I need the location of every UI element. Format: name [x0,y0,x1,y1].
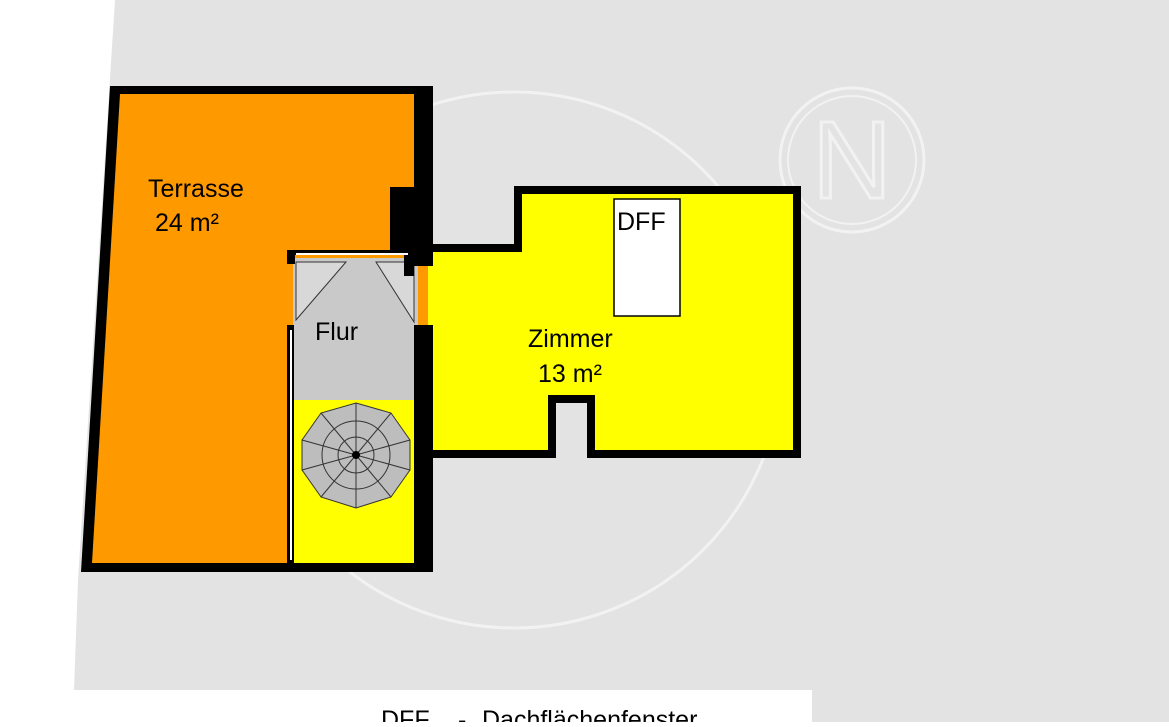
room-area [428,187,799,455]
terrace-area-label: 24 m² [155,209,219,237]
skylight-window [613,198,681,317]
room-label: Zimmer [528,325,613,353]
legend-meaning: Dachflächenfenster [482,706,697,722]
legend-abbr: DFF [381,706,430,722]
legend-strip [74,690,812,722]
right-grey-region [812,690,1169,722]
terrace-label: Terrasse [148,175,244,203]
watermark-letter: N [812,99,891,222]
door-swing-left [295,261,348,322]
hall-wall-gap [290,330,292,560]
room-area-label: 13 m² [538,360,602,388]
hall-rail-gap [296,253,408,255]
legend-dash: - [458,706,466,722]
hall-label: Flur [315,318,358,346]
skylight-label: DFF [617,208,666,236]
door-swing-right [375,261,415,324]
spiral-staircase [301,402,411,509]
